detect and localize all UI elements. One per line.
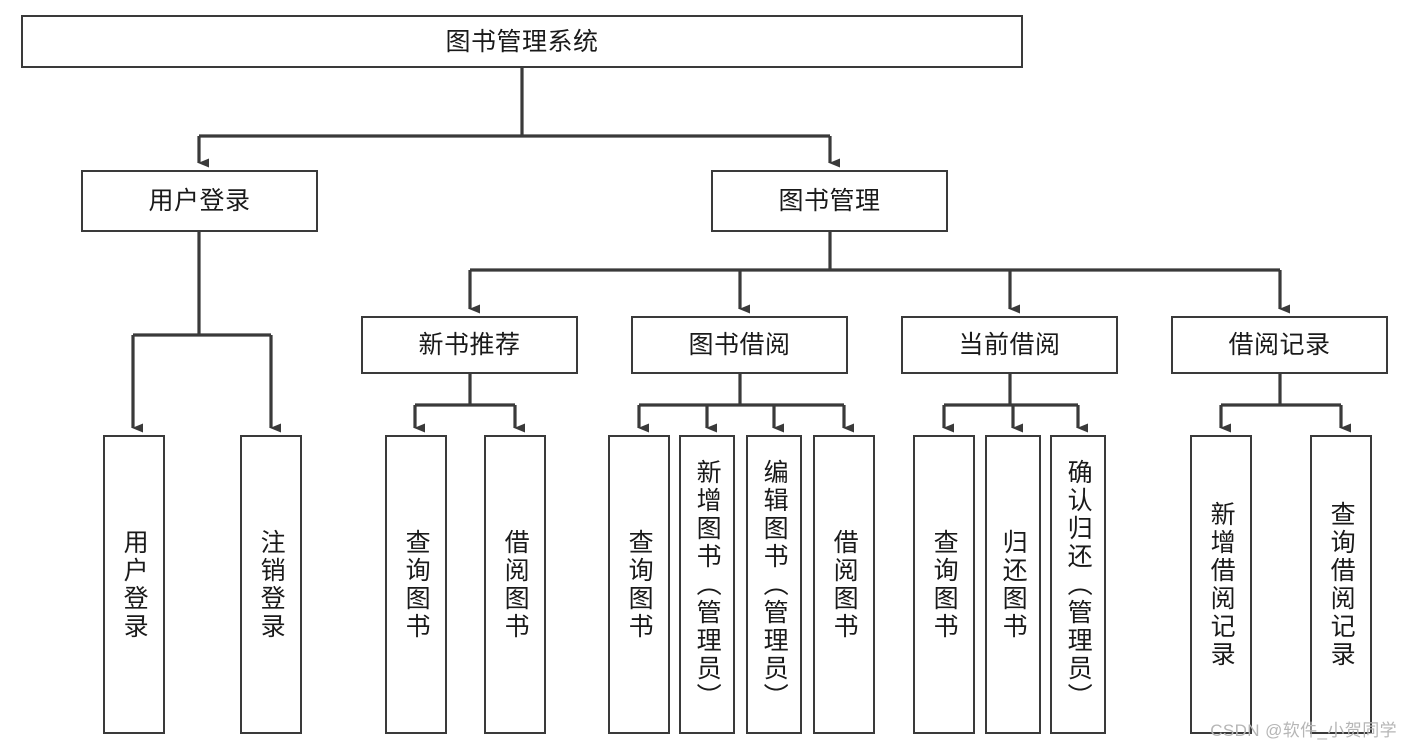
leaf-query-books-current[interactable]: 查询图书 (913, 435, 975, 734)
node-label: 借阅图书 (830, 528, 859, 641)
node-label: 借阅图书 (501, 528, 530, 641)
leaf-query-books-borrow[interactable]: 查询图书 (608, 435, 670, 734)
node-user-login[interactable]: 用户登录 (81, 170, 318, 232)
node-label: 图书管理系统 (445, 27, 599, 56)
node-book-borrow[interactable]: 图书借阅 (631, 316, 848, 374)
leaf-return-books[interactable]: 归还图书 (985, 435, 1041, 734)
node-current-borrow[interactable]: 当前借阅 (901, 316, 1118, 374)
node-label: 当前借阅 (958, 331, 1061, 359)
node-borrow-records[interactable]: 借阅记录 (1171, 316, 1388, 374)
node-new-book-recommend[interactable]: 新书推荐 (361, 316, 578, 374)
node-label: 图书借阅 (688, 331, 791, 359)
leaf-borrow-books[interactable]: 借阅图书 (813, 435, 875, 734)
node-label: 查询图书 (625, 528, 654, 641)
node-label: 用户登录 (148, 187, 251, 215)
node-label: 新增借阅记录 (1207, 500, 1236, 669)
node-label: 查询借阅记录 (1327, 500, 1356, 669)
leaf-query-borrow-record[interactable]: 查询借阅记录 (1310, 435, 1372, 734)
csdn-watermark: CSDN @软件_小贺同学 (1210, 721, 1397, 740)
leaf-borrow-books-newbooks[interactable]: 借阅图书 (484, 435, 546, 734)
node-label: 归还图书 (999, 528, 1028, 641)
node-label: 新增图书（管理员） (693, 458, 722, 711)
node-book-management[interactable]: 图书管理 (711, 170, 948, 232)
node-label: 用户登录 (120, 528, 149, 641)
leaf-confirm-return-admin[interactable]: 确认归还（管理员） (1050, 435, 1106, 734)
node-label: 查询图书 (402, 528, 431, 641)
node-label: 编辑图书（管理员） (760, 458, 789, 711)
leaf-edit-book-admin[interactable]: 编辑图书（管理员） (746, 435, 802, 734)
node-label: 图书管理 (778, 187, 881, 215)
leaf-user-login[interactable]: 用户登录 (103, 435, 165, 734)
node-label: 新书推荐 (418, 331, 521, 359)
leaf-query-books-newbooks[interactable]: 查询图书 (385, 435, 447, 734)
node-label: 注销登录 (257, 528, 286, 641)
node-label: 确认归还（管理员） (1064, 458, 1093, 711)
leaf-add-book-admin[interactable]: 新增图书（管理员） (679, 435, 735, 734)
node-label: 借阅记录 (1228, 331, 1331, 359)
node-root-system[interactable]: 图书管理系统 (21, 15, 1023, 68)
node-label: 查询图书 (930, 528, 959, 641)
leaf-add-borrow-record[interactable]: 新增借阅记录 (1190, 435, 1252, 734)
leaf-logout[interactable]: 注销登录 (240, 435, 302, 734)
